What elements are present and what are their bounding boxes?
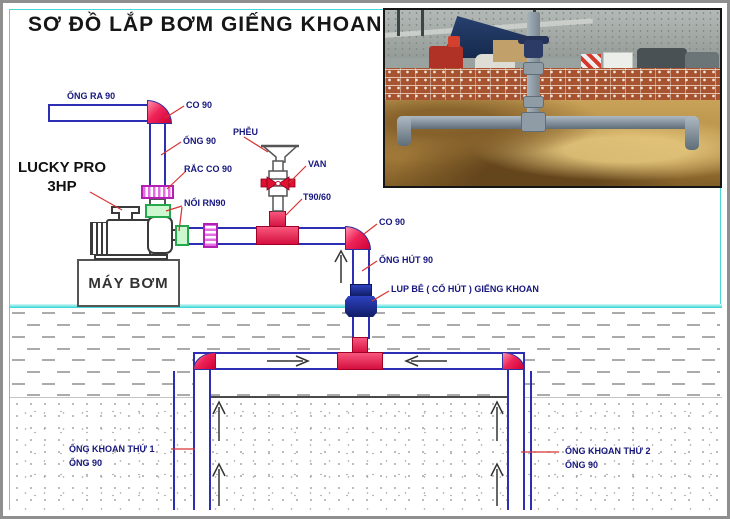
label-well-1: ỐNG KHOAN THỨ 1 ỐNG 90 <box>69 442 154 470</box>
pump-base-plate <box>94 254 168 260</box>
sand-top-line <box>211 396 507 398</box>
pump-pedestal: MÁY BƠM <box>77 259 180 307</box>
well-2-pipe: ỐNG 90 <box>565 460 599 470</box>
flow-arrows <box>212 249 504 506</box>
photo-striped-bag <box>581 54 601 72</box>
well-1-casing-pipe <box>193 368 211 510</box>
label-ong-90: ỐNG 90 <box>183 136 217 146</box>
valve-gate-symbol <box>260 176 296 191</box>
photo-brick-wall <box>385 68 720 102</box>
label-ong-hut-90: ỐNG HÚT 90 <box>379 255 434 265</box>
site-photo <box>383 8 722 188</box>
funnel-shape <box>260 145 299 163</box>
union-rac-co-side <box>203 223 218 248</box>
underground-tee-body <box>337 352 383 370</box>
photo-excavated-dirt <box>385 100 720 186</box>
well-2-name: ỐNG KHOAN THỨ 2 <box>565 446 651 456</box>
label-well-2: ỐNG KHOAN THỨ 2 ỐNG 90 <box>565 444 650 472</box>
well-2-casing-pipe <box>507 368 525 510</box>
label-t90-60: T90/60 <box>303 192 332 202</box>
foot-valve-body <box>345 296 377 317</box>
pump-base-label: MÁY BƠM <box>88 274 169 292</box>
photo-tee-joint <box>521 112 546 132</box>
well-1-bore-line <box>173 371 175 510</box>
label-co-90-top: CO 90 <box>186 100 213 110</box>
photo-pole <box>397 10 400 36</box>
motor-cap-neck <box>118 212 133 221</box>
photo-pole <box>421 10 424 36</box>
between-wells-patch <box>211 370 507 392</box>
pump-power: 3HP <box>47 178 77 195</box>
photo-right-elbow <box>685 116 699 150</box>
label-rac-co-90: RẮC CO 90 <box>184 164 233 174</box>
union-rac-co-top <box>141 185 174 199</box>
leader-lines <box>89 105 559 453</box>
photo-red-bucket <box>448 36 460 47</box>
label-noi-rn90: NỐI RN90 <box>184 198 226 208</box>
label-van: VAN <box>308 159 327 169</box>
photo-coupling <box>523 96 544 108</box>
photo-red-machine <box>429 46 463 72</box>
funnel-valve-assembly <box>260 144 299 212</box>
photo-horizontal-pipe <box>399 116 697 129</box>
page-title: SƠ ĐỒ LẮP BƠM GIẾNG KHOAN <box>28 13 383 36</box>
well-1-pipe: ỐNG 90 <box>69 458 103 468</box>
photo-left-elbow <box>397 116 411 146</box>
photo-valve-body <box>524 40 543 58</box>
well-1-name: ỐNG KHOAN THỨ 1 <box>69 444 155 454</box>
threaded-joint-top <box>145 204 171 218</box>
label-co-90-suction: CO 90 <box>379 217 406 227</box>
tee-t9060-body <box>256 226 299 245</box>
label-lup-be: LUP BÊ ( CỔ HÚT ) GIẾNG KHOAN <box>391 284 539 294</box>
label-pheu: PHỄU <box>233 127 259 137</box>
pump-head <box>147 216 173 254</box>
label-ong-ra-90: ỐNG RA 90 <box>67 91 116 101</box>
pump-brand-block: LUCKY PRO 3HP <box>12 158 112 196</box>
sand-zone <box>10 397 722 510</box>
pump-brand: LUCKY PRO <box>17 159 107 176</box>
photo-coupling <box>523 62 544 75</box>
well-2-bore-line <box>530 371 532 510</box>
